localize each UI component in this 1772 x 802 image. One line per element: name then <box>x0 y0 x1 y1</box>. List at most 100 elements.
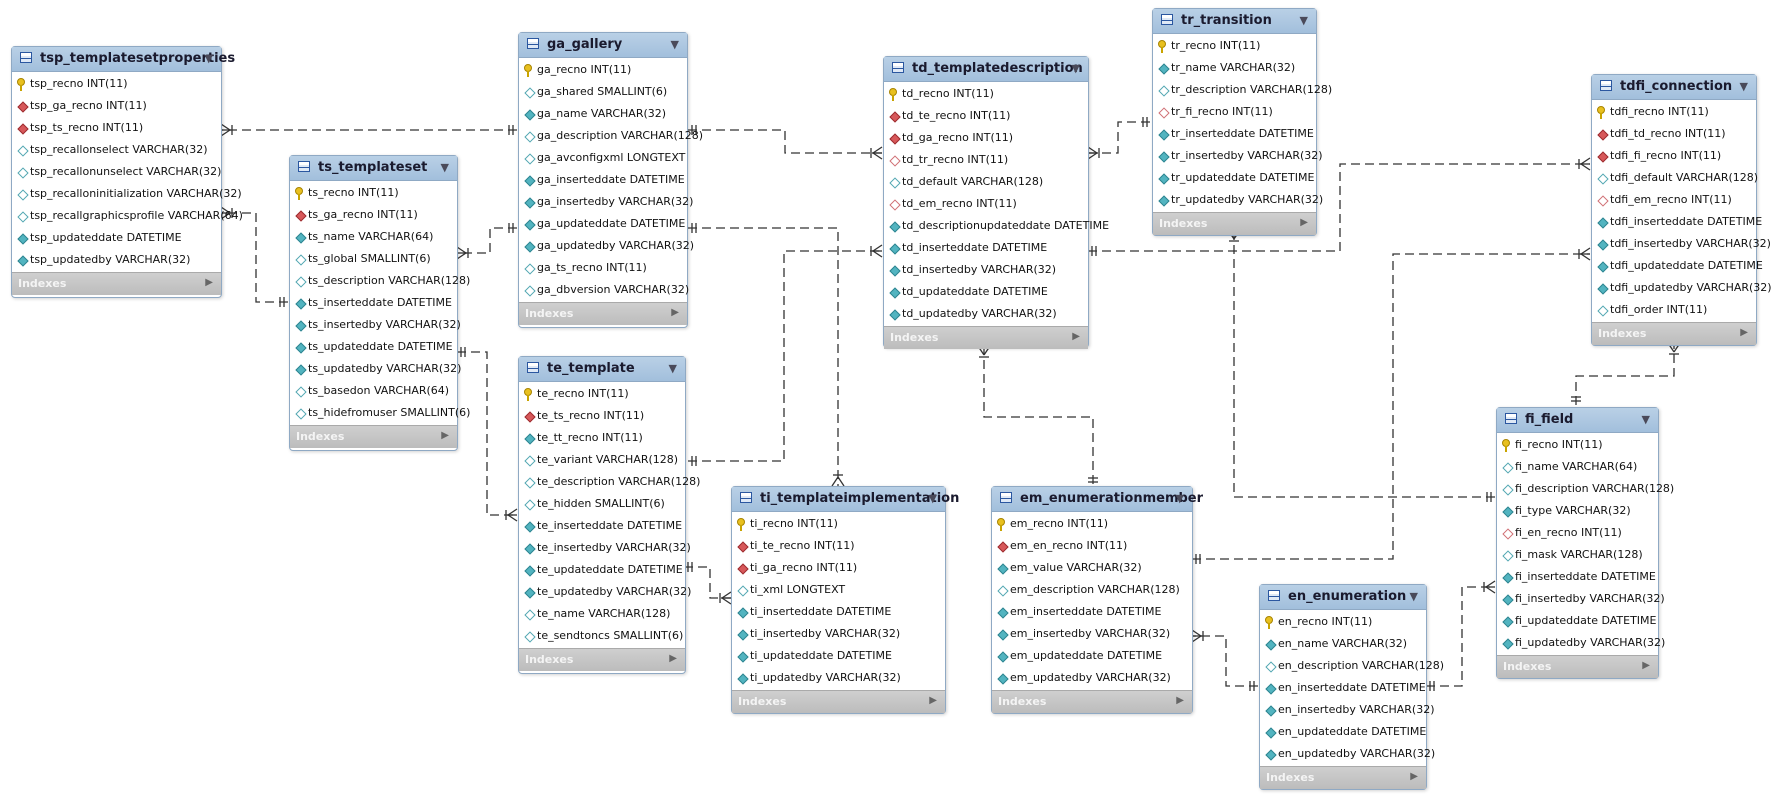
column-row[interactable]: tsp_ga_recno INT(11) <box>12 96 221 118</box>
column-row[interactable]: tdfi_em_recno INT(11) <box>1592 190 1756 212</box>
indexes-section[interactable]: Indexes▶ <box>884 326 1088 349</box>
column-row[interactable]: td_recno INT(11) <box>884 84 1088 106</box>
column-row[interactable]: td_tr_recno INT(11) <box>884 150 1088 172</box>
column-row[interactable]: tsp_recallonselect VARCHAR(32) <box>12 140 221 162</box>
column-row[interactable]: tdfi_recno INT(11) <box>1592 102 1756 124</box>
collapse-triangle-icon[interactable]: ▼ <box>670 38 679 51</box>
column-row[interactable]: ti_xml LONGTEXT <box>732 580 945 602</box>
expand-arrow-icon[interactable]: ▶ <box>671 307 679 318</box>
table-header[interactable]: fi_field▼ <box>1497 408 1658 433</box>
column-row[interactable]: ti_updateddate DATETIME <box>732 646 945 668</box>
table-fi-field[interactable]: fi_field▼ fi_recno INT(11)fi_name VARCHA… <box>1496 407 1674 679</box>
table-en-enumeration[interactable]: en_enumeration▼ en_recno INT(11)en_name … <box>1259 584 1444 790</box>
column-row[interactable]: fi_en_recno INT(11) <box>1497 523 1658 545</box>
column-row[interactable]: ga_description VARCHAR(128) <box>519 126 703 148</box>
column-row[interactable]: td_default VARCHAR(128) <box>884 172 1088 194</box>
table-tdfi-connection[interactable]: tdfi_connection▼ tdfi_recno INT(11) tdfi_… <box>1591 74 1772 346</box>
column-row[interactable]: td_insertedby VARCHAR(32) <box>884 260 1088 282</box>
column-row[interactable]: tsp_updateddate DATETIME <box>12 228 221 250</box>
column-row[interactable]: ga_name VARCHAR(32) <box>519 104 687 126</box>
expand-arrow-icon[interactable]: ▶ <box>929 695 937 706</box>
column-row[interactable]: tr_name VARCHAR(32) <box>1153 58 1316 80</box>
column-row[interactable]: tr_insertedby VARCHAR(32) <box>1153 146 1323 168</box>
column-row[interactable]: tsp_updatedby VARCHAR(32) <box>12 250 221 272</box>
column-row[interactable]: ts_insertedby VARCHAR(32) <box>290 315 461 337</box>
table-em-enumerationmember[interactable]: em_enumerationmember▼ em_recno INT(11)em… <box>991 486 1203 714</box>
column-row[interactable]: em_recno INT(11) <box>992 514 1192 536</box>
column-row[interactable]: fi_recno INT(11) <box>1497 435 1658 457</box>
indexes-section[interactable]: Indexes▶ <box>519 302 687 325</box>
collapse-triangle-icon[interactable]: ▼ <box>1175 492 1184 505</box>
column-row[interactable]: ga_avconfigxml LONGTEXT <box>519 148 687 170</box>
column-row[interactable]: ti_recno INT(11) <box>732 514 945 536</box>
column-row[interactable]: tsp_recallonunselect VARCHAR(32) <box>12 162 221 184</box>
column-row[interactable]: tdfi_fi_recno INT(11) <box>1592 146 1756 168</box>
column-row[interactable]: te_insertedby VARCHAR(32) <box>519 538 691 560</box>
column-row[interactable]: ga_ts_recno INT(11) <box>519 258 687 280</box>
expand-arrow-icon[interactable]: ▶ <box>669 653 677 664</box>
column-row[interactable]: tdfi_updatedby VARCHAR(32) <box>1592 278 1772 300</box>
column-row[interactable]: tr_updateddate DATETIME <box>1153 168 1316 190</box>
indexes-section[interactable]: Indexes▶ <box>290 425 457 448</box>
collapse-triangle-icon[interactable]: ▼ <box>204 52 213 65</box>
collapse-triangle-icon[interactable]: ▼ <box>1071 62 1080 75</box>
indexes-section[interactable]: Indexes▶ <box>1260 766 1426 789</box>
column-row[interactable]: fi_mask VARCHAR(128) <box>1497 545 1658 567</box>
column-row[interactable]: ts_ga_recno INT(11) <box>290 205 457 227</box>
column-row[interactable]: te_updateddate DATETIME <box>519 560 685 582</box>
column-row[interactable]: tsp_recallgraphicsprofile VARCHAR(64) <box>12 206 243 228</box>
column-row[interactable]: tsp_ts_recno INT(11) <box>12 118 221 140</box>
column-row[interactable]: en_insertedby VARCHAR(32) <box>1260 700 1434 722</box>
indexes-section[interactable]: Indexes▶ <box>732 690 945 713</box>
table-header[interactable]: tdfi_connection▼ <box>1592 75 1756 100</box>
table-tr-transition[interactable]: tr_transition▼ tr_recno INT(11)tr_name V… <box>1152 8 1332 236</box>
collapse-triangle-icon[interactable]: ▼ <box>668 362 677 375</box>
column-row[interactable]: en_updatedby VARCHAR(32) <box>1260 744 1435 766</box>
column-row[interactable]: ti_ga_recno INT(11) <box>732 558 945 580</box>
column-row[interactable]: en_inserteddate DATETIME <box>1260 678 1426 700</box>
column-row[interactable]: td_updatedby VARCHAR(32) <box>884 304 1088 326</box>
column-row[interactable]: ts_recno INT(11) <box>290 183 457 205</box>
column-row[interactable]: em_description VARCHAR(128) <box>992 580 1192 602</box>
column-row[interactable]: ti_te_recno INT(11) <box>732 536 945 558</box>
column-row[interactable]: em_en_recno INT(11) <box>992 536 1192 558</box>
table-header[interactable]: td_templatedescription▼ <box>884 57 1088 82</box>
column-row[interactable]: tr_recno INT(11) <box>1153 36 1316 58</box>
column-row[interactable]: td_updateddate DATETIME <box>884 282 1088 304</box>
column-row[interactable]: tr_inserteddate DATETIME <box>1153 124 1316 146</box>
column-row[interactable]: em_insertedby VARCHAR(32) <box>992 624 1192 646</box>
column-row[interactable]: tr_fi_recno INT(11) <box>1153 102 1316 124</box>
table-tsp-templatesetproperties[interactable]: tsp_templatesetproperties▼ tsp_recno INT… <box>11 46 243 298</box>
expand-arrow-icon[interactable]: ▶ <box>1072 331 1080 342</box>
expand-arrow-icon[interactable]: ▶ <box>441 430 449 441</box>
column-row[interactable]: td_em_recno INT(11) <box>884 194 1088 216</box>
column-row[interactable]: ts_description VARCHAR(128) <box>290 271 470 293</box>
indexes-section[interactable]: Indexes▶ <box>992 690 1192 713</box>
column-row[interactable]: fi_name VARCHAR(64) <box>1497 457 1658 479</box>
column-row[interactable]: ga_dbversion VARCHAR(32) <box>519 280 689 302</box>
column-row[interactable]: te_inserteddate DATETIME <box>519 516 685 538</box>
column-row[interactable]: en_recno INT(11) <box>1260 612 1426 634</box>
column-row[interactable]: fi_updatedby VARCHAR(32) <box>1497 633 1665 655</box>
column-row[interactable]: ts_global SMALLINT(6) <box>290 249 457 271</box>
table-header[interactable]: en_enumeration▼ <box>1260 585 1426 610</box>
column-row[interactable]: te_sendtoncs SMALLINT(6) <box>519 626 685 648</box>
indexes-section[interactable]: Indexes▶ <box>519 648 685 671</box>
table-header[interactable]: tr_transition▼ <box>1153 9 1316 34</box>
indexes-section[interactable]: Indexes▶ <box>1592 322 1756 345</box>
table-header[interactable]: ti_templateimplementation▼ <box>732 487 959 512</box>
indexes-section[interactable]: Indexes▶ <box>1153 212 1316 235</box>
column-row[interactable]: tsp_recno INT(11) <box>12 74 221 96</box>
column-row[interactable]: ga_updateddate DATETIME <box>519 214 687 236</box>
column-row[interactable]: te_tt_recno INT(11) <box>519 428 685 450</box>
collapse-triangle-icon[interactable]: ▼ <box>1299 14 1308 27</box>
expand-arrow-icon[interactable]: ▶ <box>1300 217 1308 228</box>
indexes-section[interactable]: Indexes▶ <box>1497 655 1658 678</box>
column-row[interactable]: em_value VARCHAR(32) <box>992 558 1192 580</box>
column-row[interactable]: ts_name VARCHAR(64) <box>290 227 457 249</box>
column-row[interactable]: em_updatedby VARCHAR(32) <box>992 668 1192 690</box>
column-row[interactable]: te_updatedby VARCHAR(32) <box>519 582 691 604</box>
column-row[interactable]: tdfi_inserteddate DATETIME <box>1592 212 1762 234</box>
table-header[interactable]: te_template▼ <box>519 357 685 382</box>
column-row[interactable]: em_updateddate DATETIME <box>992 646 1192 668</box>
